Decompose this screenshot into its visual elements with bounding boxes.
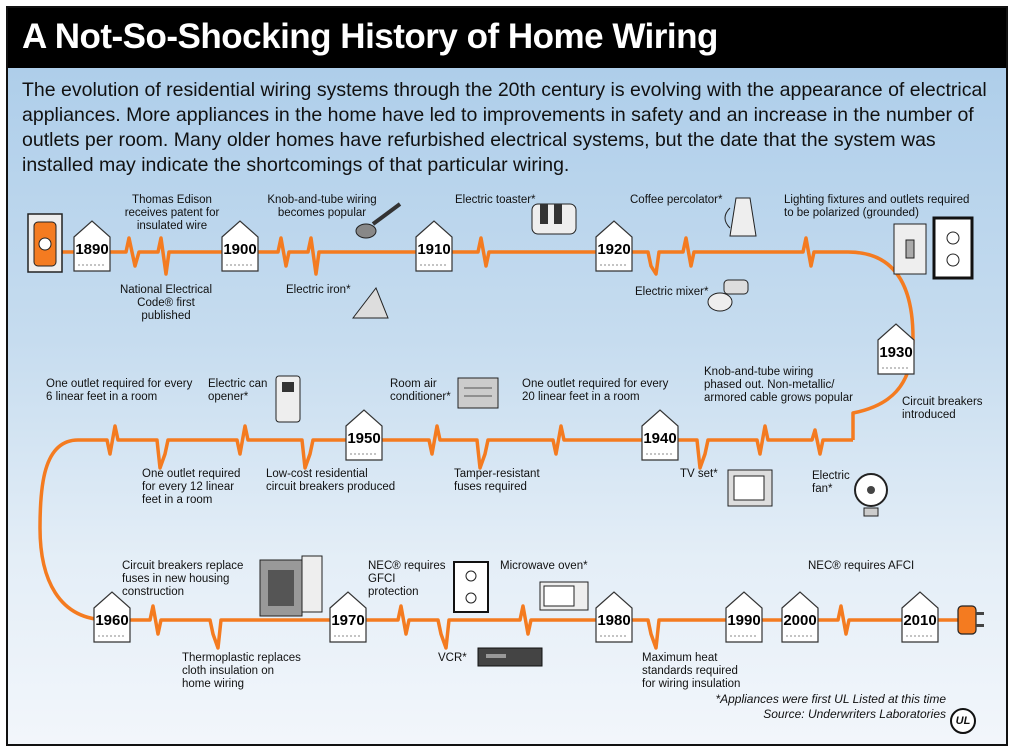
air-conditioner-icon [457, 377, 499, 409]
event-afci: NEC® requires AFCI [808, 560, 915, 572]
toaster-icon [531, 203, 577, 235]
year-1960: 1960 [95, 612, 129, 629]
event-knob-phased: Knob-and-tube wiring phased out. Non-met… [704, 366, 853, 404]
event-edison: Thomas Edison receives patent for insula… [124, 194, 220, 232]
title-bar: A Not-So-Shocking History of Home Wiring [8, 8, 1006, 68]
house-icon [595, 591, 633, 643]
gfci-outlet-icon [453, 561, 489, 613]
house-icon [641, 409, 679, 461]
event-vcr: VCR* [438, 652, 467, 664]
event-thermo: Thermoplastic replaces cloth insulation … [182, 652, 301, 690]
event-gfci: NEC® requires GFCI protection [368, 560, 446, 598]
house-icon [901, 591, 939, 643]
event-tv: TV set* [680, 468, 718, 480]
end-plug-icon [957, 605, 984, 635]
event-outlet6: One outlet required for every 6 linear f… [46, 378, 193, 403]
year-1890: 1890 [75, 241, 109, 258]
house-icon [595, 220, 633, 272]
event-mixer: Electric mixer* [635, 286, 709, 298]
year-1950: 1950 [347, 430, 381, 447]
wire-segment-bottom [108, 604, 960, 650]
year-1970: 1970 [331, 612, 365, 629]
fan-icon [854, 473, 888, 517]
percolator-icon [724, 197, 757, 237]
microwave-icon [539, 581, 589, 611]
breaker-panel-icon [259, 555, 323, 617]
event-iron: Electric iron* [286, 284, 351, 296]
event-breakers-intro: Circuit breakers introduced [902, 396, 983, 421]
event-outlet12: One outlet required for every 12 linear … [142, 468, 241, 506]
footnote: *Appliances were first UL Listed at this… [715, 692, 946, 722]
light-switch-icon [893, 223, 927, 275]
year-1920: 1920 [597, 241, 631, 258]
wall-outlet-icon [932, 216, 974, 280]
year-2000: 2000 [783, 612, 817, 629]
house-icon [345, 409, 383, 461]
event-toaster: Electric toaster* [455, 194, 536, 206]
wire-segment-middle [38, 424, 853, 622]
event-air: Room air conditioner* [390, 378, 451, 403]
iron-icon [351, 286, 389, 319]
house-icon [221, 220, 259, 272]
event-microwave: Microwave oven* [500, 560, 588, 572]
year-2010: 2010 [903, 612, 937, 629]
event-tamper: Tamper-resistant fuses required [454, 468, 540, 493]
page-title: A Not-So-Shocking History of Home Wiring [22, 17, 718, 56]
event-knob-tube: Knob-and-tube wiring becomes popular [267, 194, 377, 219]
event-percolator: Coffee percolator* [630, 194, 723, 206]
year-1910: 1910 [417, 241, 451, 258]
house-icon [877, 323, 915, 375]
house-icon [781, 591, 819, 643]
event-polarized: Lighting fixtures and outlets required t… [784, 194, 970, 219]
event-fan: Electric fan* [812, 470, 850, 495]
wire-segment-top [48, 236, 915, 440]
event-breakers-replace: Circuit breakers replace fuses in new ho… [122, 560, 244, 598]
event-can: Electric can opener* [208, 378, 268, 403]
infographic-frame: A Not-So-Shocking History of Home Wiring… [6, 6, 1008, 746]
vcr-icon [477, 647, 543, 667]
start-outlet-icon [27, 213, 63, 273]
insulated-wire-icon [355, 202, 402, 239]
event-outlet20: One outlet required for every 20 linear … [522, 378, 669, 403]
footnote-text: *Appliances were first UL Listed at this… [715, 692, 946, 706]
timeline-wire [27, 197, 984, 667]
year-1940: 1940 [643, 430, 677, 447]
year-1900: 1900 [223, 241, 257, 258]
event-lowcost: Low-cost residential circuit breakers pr… [266, 468, 396, 493]
year-1930: 1930 [879, 344, 913, 361]
intro-paragraph: The evolution of residential wiring syst… [22, 79, 987, 176]
event-heat: Maximum heat standards required for wiri… [642, 652, 741, 690]
year-1990: 1990 [727, 612, 761, 629]
house-icon [415, 220, 453, 272]
house-icon [329, 591, 367, 643]
year-1980: 1980 [597, 612, 631, 629]
can-opener-icon [275, 375, 301, 423]
mixer-icon [707, 279, 749, 312]
ul-logo: UL [950, 708, 976, 734]
source-text: Source: Underwriters Laboratories [763, 707, 946, 721]
tv-icon [727, 469, 773, 507]
house-icon [73, 220, 111, 272]
event-nec-code: National Electrical Code® first publishe… [119, 284, 213, 322]
house-icon [93, 591, 131, 643]
house-icon [725, 591, 763, 643]
